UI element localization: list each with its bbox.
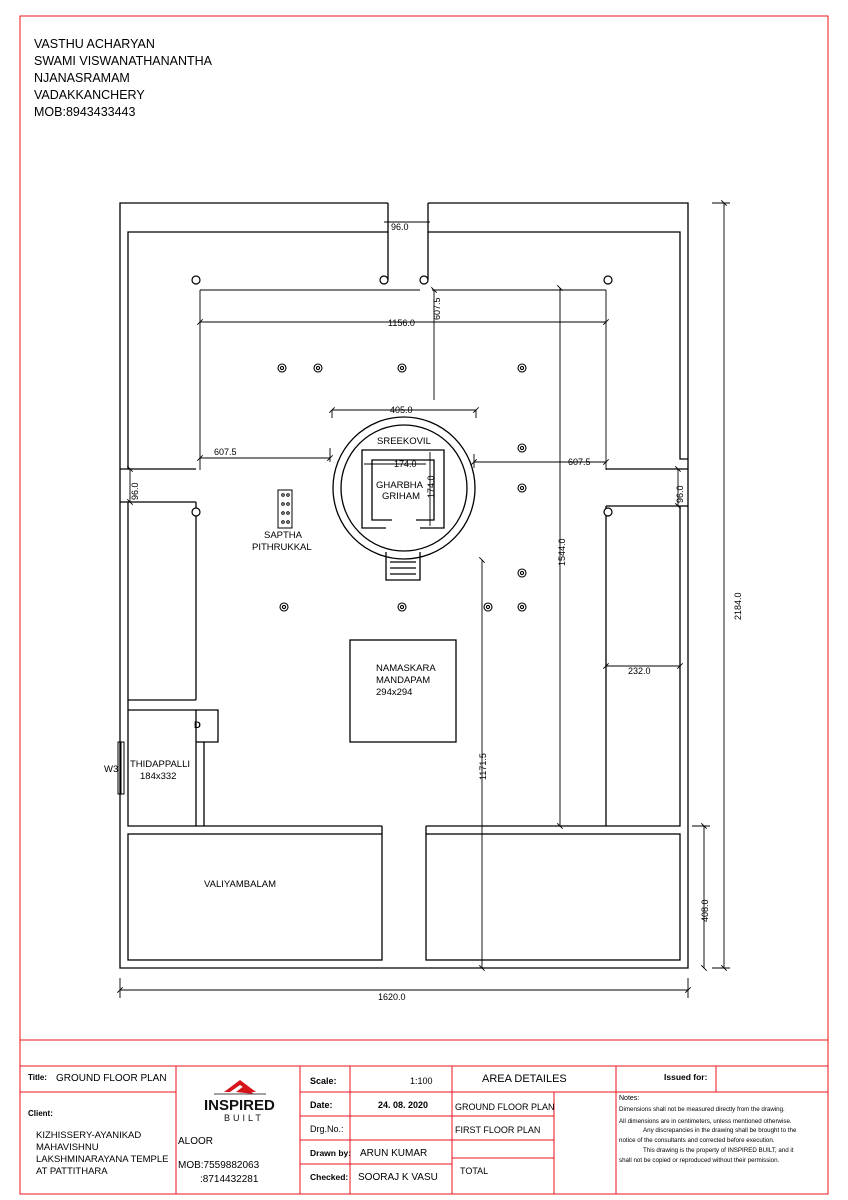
dim-96-right: 96.0 — [675, 485, 685, 503]
notes-line-1: Dimensions shall not be measured directl… — [619, 1106, 785, 1113]
scale-label: Scale: — [310, 1076, 337, 1086]
client-line-4: AT PATTITHARA — [36, 1166, 108, 1177]
namaskara-mandapam — [349, 639, 457, 743]
architect-line-2: SWAMI VISWANATHANANTHA — [34, 54, 213, 68]
logo-built-text: BUILT — [224, 1113, 264, 1123]
label-valiyambalam: VALIYAMBALAM — [204, 879, 276, 890]
inner-wall-top-right — [427, 203, 688, 460]
label-namaskara: NAMASKARA — [376, 663, 436, 674]
label-mandapam: MANDAPAM — [376, 675, 430, 686]
outer-wall — [119, 202, 689, 969]
architect-line-4: VADAKKANCHERY — [34, 88, 145, 102]
area-details-title: AREA DETAILES — [482, 1073, 567, 1085]
title-block-grid — [20, 1066, 828, 1194]
notes-line-3: Any discrepancies in the drawing shall b… — [643, 1127, 797, 1134]
window-w3 — [117, 741, 125, 795]
dim-1156: 1156.0 — [388, 318, 415, 328]
dim-1620: 1620.0 — [378, 992, 406, 1002]
valiyambalam-right — [425, 833, 681, 961]
sreekovil — [332, 416, 476, 581]
notes-line-5: This drawing is the property of INSPIRED… — [643, 1147, 794, 1154]
client-label: Client: — [28, 1109, 53, 1118]
client-line-1: KIZHISSERY-AYANIKAD — [36, 1130, 141, 1141]
notes-title: Notes: — [619, 1095, 639, 1102]
notes-line-2: All dimensions are in centimeters, unles… — [619, 1118, 792, 1125]
dim-174-vertical: 174.0 — [426, 475, 436, 498]
architect-line-3: NJANASRAMAM — [34, 71, 130, 85]
label-thidappalli: THIDAPPALLI — [130, 759, 190, 770]
drawn-label: Drawn by: — [310, 1148, 351, 1158]
company-mobile-2: :8714432281 — [200, 1174, 259, 1185]
dim-1171-5: 1171.5 — [478, 753, 488, 780]
saptha-pithrukkal-block — [277, 489, 293, 529]
client-line-2: MAHAVISHNU — [36, 1142, 99, 1153]
area-ground-floor: GROUND FLOOR PLAN — [455, 1102, 555, 1112]
gharbha-griham — [361, 449, 445, 529]
notes-line-4: notice of the consultants and corrected … — [619, 1137, 775, 1144]
label-mandapam-size: 294x294 — [376, 687, 412, 698]
issued-for-label: Issued for: — [664, 1072, 708, 1082]
date-value: 24. 08. 2020 — [378, 1100, 428, 1110]
thidappalli-walls — [127, 700, 197, 827]
inspired-built-logo: INSPIRED BUILT — [204, 1080, 275, 1123]
dim-607-5-right: 607.5 — [568, 457, 591, 467]
label-pithrukkal: PITHRUKKAL — [252, 542, 312, 553]
label-sreekovil: SREEKOVIL — [377, 436, 431, 447]
dim-405: 405.0 — [390, 405, 413, 415]
drawn-value: ARUN KUMAR — [360, 1148, 427, 1159]
dim-607-5-left: 607.5 — [214, 447, 237, 457]
dim-96-top: 96.0 — [391, 222, 409, 232]
dim-96-left: 96.0 — [130, 482, 140, 500]
dim-408: 408.0 — [700, 899, 710, 922]
sheet-border — [19, 15, 829, 1195]
notes-line-6: shall not be copied or reproduced withou… — [619, 1157, 780, 1164]
title-value: GROUND FLOOR PLAN — [56, 1073, 167, 1084]
label-saptha: SAPTHA — [264, 530, 303, 541]
company-address: ALOOR — [178, 1136, 213, 1147]
label-thidappalli-size: 184x332 — [140, 771, 176, 782]
label-door: D — [194, 720, 201, 731]
inner-wall-top-left — [120, 203, 389, 470]
area-first-floor: FIRST FLOOR PLAN — [455, 1125, 540, 1135]
scale-value: 1:100 — [410, 1076, 433, 1086]
client-line-3: LAKSHMINARAYANA TEMPLE — [36, 1154, 169, 1165]
dim-607-5-vertical: 607.5 — [432, 297, 442, 320]
logo-inspired-text: INSPIRED — [204, 1097, 275, 1114]
dim-1544: 1544.0 — [557, 538, 567, 566]
area-total: TOTAL — [460, 1166, 488, 1176]
title-label: Title: — [28, 1073, 47, 1082]
architect-mobile: MOB:8943433443 — [34, 105, 136, 119]
dim-174-horizontal: 174.0 — [394, 459, 417, 469]
drg-label: Drg.No.: — [310, 1124, 344, 1134]
architect-info: VASTHU ACHARYAN SWAMI VISWANATHANANTHA N… — [34, 36, 212, 121]
label-gharbha: GHARBHA — [376, 480, 424, 491]
dim-2184: 2184.0 — [733, 592, 743, 620]
date-label: Date: — [310, 1100, 333, 1110]
dimension-lines — [116, 199, 730, 998]
label-window: W3 — [104, 764, 118, 775]
architect-line-1: VASTHU ACHARYAN — [34, 37, 155, 51]
checked-value: SOORAJ K VASU — [358, 1172, 438, 1183]
valiyambalam-left — [127, 833, 383, 961]
label-griham: GRIHAM — [382, 491, 420, 502]
company-mobile-1: MOB:7559882063 — [178, 1160, 260, 1171]
checked-label: Checked: — [310, 1172, 348, 1182]
pillars-plain — [191, 275, 613, 517]
dim-232: 232.0 — [628, 666, 651, 676]
